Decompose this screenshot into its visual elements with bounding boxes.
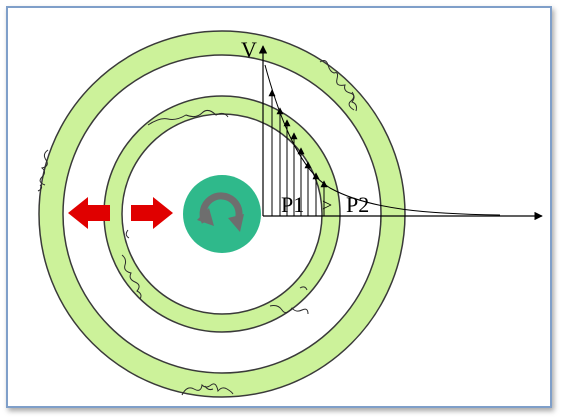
p2-label: P2 bbox=[346, 192, 369, 217]
left-arrow-icon bbox=[68, 197, 110, 229]
rotation-arrow-icon bbox=[197, 192, 244, 232]
ring-squiggles bbox=[37, 60, 357, 396]
velocity-curve bbox=[264, 64, 501, 216]
velocity-axes bbox=[258, 45, 543, 221]
p1-label: P1 bbox=[281, 192, 304, 217]
rotating-core bbox=[183, 175, 261, 253]
right-arrow-icon bbox=[131, 197, 173, 229]
velocity-vectors bbox=[268, 89, 328, 216]
v-axis-label: V bbox=[241, 37, 257, 62]
greater-than-sign: > bbox=[322, 195, 332, 215]
